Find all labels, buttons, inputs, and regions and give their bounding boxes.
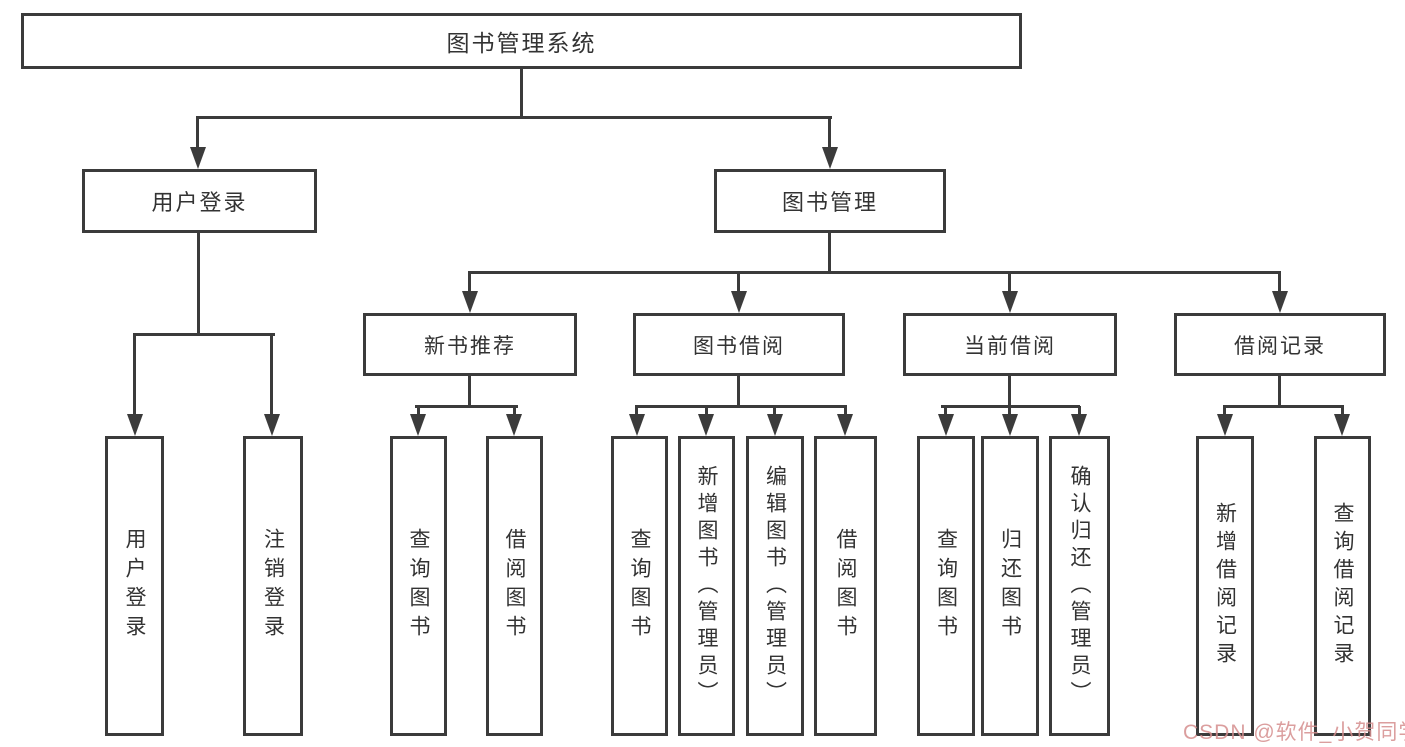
arrow-down-icon xyxy=(190,147,206,169)
drop-line xyxy=(1223,406,1226,415)
arrow-down-icon xyxy=(629,414,645,436)
arrow-down-icon xyxy=(1272,291,1288,313)
node-label: 借阅记录 xyxy=(1234,334,1326,358)
drop-line xyxy=(270,334,273,414)
branch-line xyxy=(415,405,518,408)
arrow-down-icon xyxy=(698,414,714,436)
drop-line xyxy=(737,273,740,291)
trunk-line xyxy=(1278,376,1281,408)
branch-line xyxy=(196,116,832,119)
leaf-label: 借阅图书 xyxy=(503,528,526,644)
arrow-down-icon xyxy=(837,414,853,436)
drop-line xyxy=(828,117,831,148)
leaf-label: 确认归还（管理员） xyxy=(1068,464,1091,708)
leaf-label: 新增借阅记录 xyxy=(1213,502,1237,670)
arrow-down-icon xyxy=(264,414,280,436)
arrow-down-icon xyxy=(822,147,838,169)
leaf-borrow-books-2: 借阅图书 xyxy=(814,436,877,736)
leaf-label: 新增图书（管理员） xyxy=(695,464,718,708)
leaf-label: 用户登录 xyxy=(123,528,146,644)
node-label: 图书借阅 xyxy=(693,334,785,358)
node-new-book-recommend: 新书推荐 xyxy=(363,313,577,376)
trunk-line xyxy=(520,69,523,118)
leaf-query-books-1: 查询图书 xyxy=(390,436,447,736)
leaf-query-books-3: 查询图书 xyxy=(917,436,975,736)
leaf-label: 注销登录 xyxy=(261,528,285,644)
leaf-query-books-2: 查询图书 xyxy=(611,436,668,736)
node-user-login: 用户登录 xyxy=(82,169,317,233)
branch-line xyxy=(635,405,847,408)
arrow-down-icon xyxy=(1071,414,1087,436)
node-borrow-records: 借阅记录 xyxy=(1174,313,1386,376)
leaf-label: 借阅图书 xyxy=(834,528,857,644)
arrow-down-icon xyxy=(1217,414,1233,436)
leaf-label: 查询图书 xyxy=(934,528,958,644)
drop-line xyxy=(1008,273,1011,291)
drop-line xyxy=(1008,406,1011,415)
branch-line xyxy=(468,271,1281,274)
arrow-down-icon xyxy=(731,291,747,313)
leaf-return-books: 归还图书 xyxy=(981,436,1039,736)
drop-line xyxy=(1078,406,1081,415)
leaf-borrow-books-1: 借阅图书 xyxy=(486,436,543,736)
leaf-add-borrow-record: 新增借阅记录 xyxy=(1196,436,1254,736)
leaf-label: 查询图书 xyxy=(628,528,651,644)
drop-line xyxy=(417,406,420,415)
arrow-down-icon xyxy=(127,414,143,436)
drop-line xyxy=(844,406,847,415)
branch-line xyxy=(133,333,275,336)
csdn-watermark: CSDN @软件_小贺同学 xyxy=(1183,721,1405,744)
node-book-management: 图书管理 xyxy=(714,169,946,233)
leaf-label: 查询图书 xyxy=(407,528,430,644)
node-book-borrow: 图书借阅 xyxy=(633,313,845,376)
drop-line xyxy=(513,406,516,415)
arrow-down-icon xyxy=(1334,414,1350,436)
leaf-user-login: 用户登录 xyxy=(105,436,164,736)
arrow-down-icon xyxy=(462,291,478,313)
leaf-logout: 注销登录 xyxy=(243,436,303,736)
leaf-label: 编辑图书（管理员） xyxy=(763,464,787,708)
drop-line xyxy=(1341,406,1344,415)
arrow-down-icon xyxy=(1002,414,1018,436)
trunk-line xyxy=(828,233,831,273)
leaf-confirm-return-admin: 确认归还（管理员） xyxy=(1049,436,1110,736)
drop-line xyxy=(196,117,199,148)
trunk-line xyxy=(737,376,740,408)
arrow-down-icon xyxy=(410,414,426,436)
leaf-add-books-admin: 新增图书（管理员） xyxy=(678,436,735,736)
node-label: 图书管理系统 xyxy=(446,30,597,56)
leaf-query-borrow-record: 查询借阅记录 xyxy=(1314,436,1371,736)
node-label: 用户登录 xyxy=(151,190,248,215)
drop-line xyxy=(1278,273,1281,291)
node-library-system: 图书管理系统 xyxy=(21,13,1022,69)
arrow-down-icon xyxy=(506,414,522,436)
trunk-line xyxy=(1008,376,1011,408)
drop-line xyxy=(773,406,776,415)
drop-line xyxy=(635,406,638,415)
trunk-line xyxy=(197,233,200,336)
trunk-line xyxy=(468,376,471,408)
leaf-edit-books-admin: 编辑图书（管理员） xyxy=(746,436,804,736)
branch-line xyxy=(1223,405,1344,408)
leaf-label: 归还图书 xyxy=(998,528,1022,644)
arrow-down-icon xyxy=(938,414,954,436)
drop-line xyxy=(944,406,947,415)
leaf-label: 查询借阅记录 xyxy=(1331,502,1354,670)
drop-line xyxy=(133,334,136,414)
drop-line xyxy=(705,406,708,415)
node-label: 图书管理 xyxy=(781,190,878,215)
node-label: 当前借阅 xyxy=(964,334,1056,358)
drop-line xyxy=(468,273,471,291)
arrow-down-icon xyxy=(767,414,783,436)
node-current-borrow: 当前借阅 xyxy=(903,313,1117,376)
node-label: 新书推荐 xyxy=(424,334,516,358)
arrow-down-icon xyxy=(1002,291,1018,313)
